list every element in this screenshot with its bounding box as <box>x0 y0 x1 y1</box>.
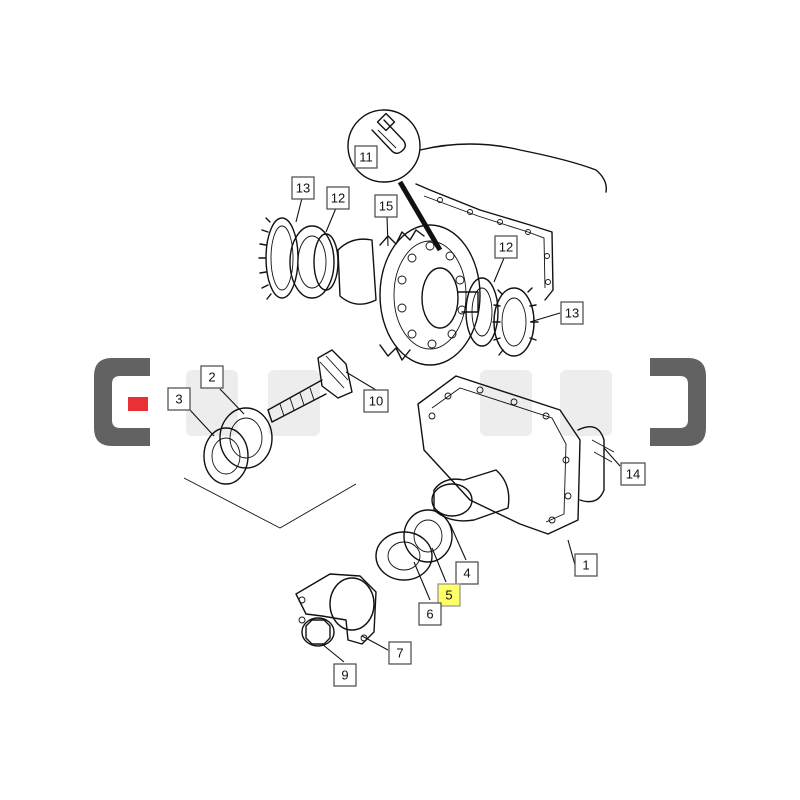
svg-text:12: 12 <box>331 191 345 206</box>
callout-13-left[interactable]: 13 <box>291 176 315 200</box>
main-housing <box>417 375 615 535</box>
svg-text:12: 12 <box>499 240 513 255</box>
watermark-red-marker <box>128 397 148 411</box>
watermark-right-bracket <box>650 358 706 446</box>
bolt-inset <box>347 109 443 252</box>
svg-text:15: 15 <box>379 199 393 214</box>
callout-4[interactable]: 4 <box>455 561 479 585</box>
callout-7[interactable]: 7 <box>388 641 412 665</box>
callout-3[interactable]: 3 <box>167 387 191 411</box>
svg-text:1: 1 <box>582 558 589 573</box>
svg-text:11: 11 <box>359 150 373 165</box>
svg-text:5: 5 <box>445 588 452 603</box>
svg-text:7: 7 <box>396 646 403 661</box>
svg-text:9: 9 <box>341 668 348 683</box>
callout-13-right[interactable]: 13 <box>560 301 584 325</box>
svg-text:2: 2 <box>208 370 215 385</box>
callout-14[interactable]: 14 <box>620 462 646 486</box>
callout-2[interactable]: 2 <box>200 365 224 389</box>
callout-12-right[interactable]: 12 <box>494 235 518 259</box>
svg-text:13: 13 <box>565 306 579 321</box>
svg-text:3: 3 <box>175 392 182 407</box>
svg-text:13: 13 <box>296 181 310 196</box>
svg-text:6: 6 <box>426 607 433 622</box>
pinion-seal-bearing <box>375 509 453 581</box>
left-bearing-assembly <box>258 217 339 300</box>
right-bearing-assembly <box>465 277 539 357</box>
svg-text:14: 14 <box>626 467 640 482</box>
callout-6[interactable]: 6 <box>418 602 442 626</box>
differential-carrier <box>337 224 481 366</box>
callout-10[interactable]: 10 <box>363 389 389 413</box>
callouts: 11 13 12 15 12 13 2 3 <box>167 145 646 687</box>
axle-housing-outline <box>415 143 607 301</box>
watermark-left-bracket <box>94 358 150 446</box>
watermark-letter <box>268 370 320 436</box>
callout-9[interactable]: 9 <box>333 663 357 687</box>
watermark <box>94 358 706 446</box>
leader-lines <box>189 197 621 663</box>
callout-1[interactable]: 1 <box>574 553 598 577</box>
callout-5[interactable]: 5 <box>437 583 461 607</box>
callout-11[interactable]: 11 <box>354 145 378 169</box>
svg-text:10: 10 <box>369 394 383 409</box>
yoke-flange <box>295 573 377 647</box>
callout-12-left[interactable]: 12 <box>326 186 350 210</box>
svg-text:4: 4 <box>463 566 470 581</box>
callout-15[interactable]: 15 <box>374 194 398 218</box>
watermark-letter <box>560 370 612 436</box>
pinion-assembly <box>183 349 357 529</box>
